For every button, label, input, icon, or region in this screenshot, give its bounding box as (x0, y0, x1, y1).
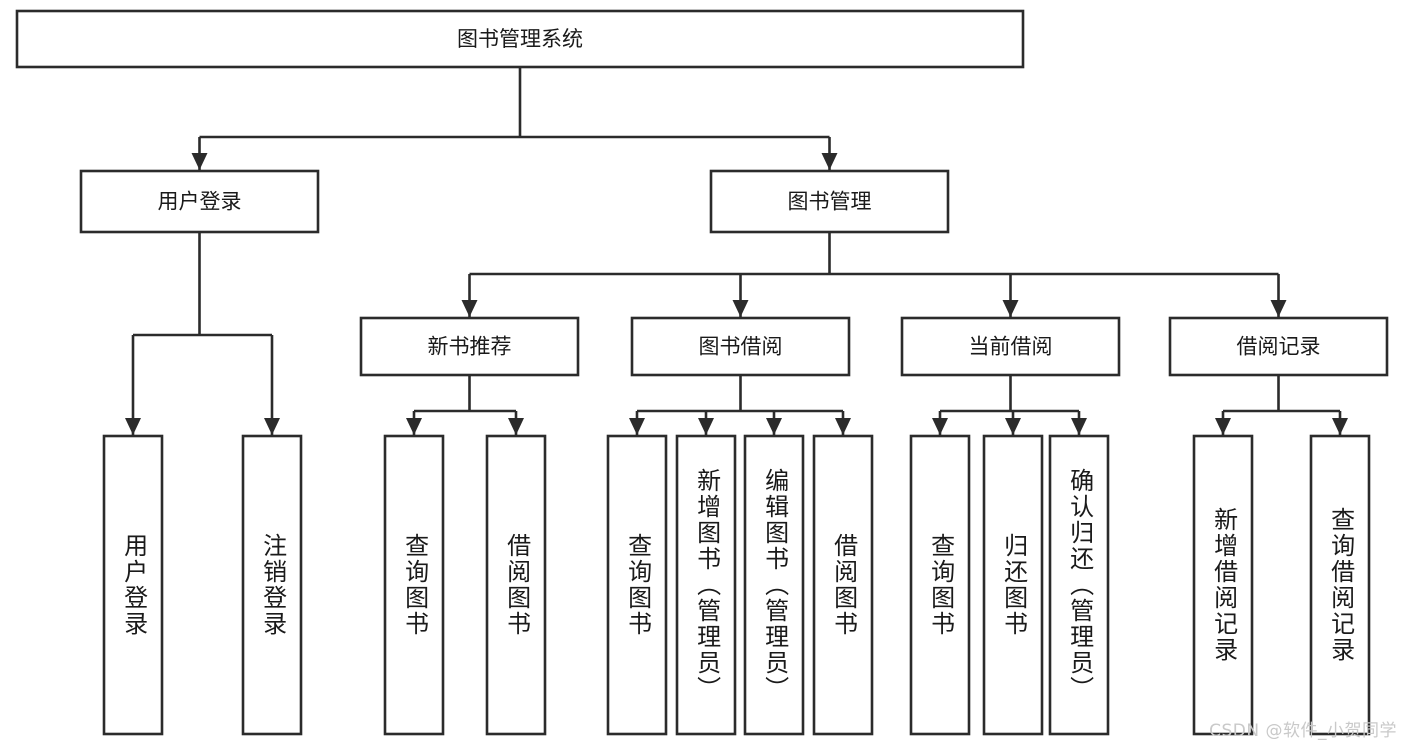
node-label-current-borrow: 当前借阅 (969, 335, 1053, 359)
arrow-head-icon (698, 418, 714, 435)
node-box-leaf-edit-book-admin[interactable] (743, 434, 805, 736)
node-box-leaf-user-login[interactable] (102, 434, 164, 736)
node-box-new-book-recommend[interactable] (359, 316, 580, 377)
arrow-head-icon (629, 418, 645, 435)
node-label-user-login: 用户登录 (158, 190, 242, 214)
node-box-user-login[interactable] (79, 169, 320, 234)
node-box-borrow-record[interactable] (1168, 316, 1389, 377)
node-box-leaf-query-book-cur[interactable] (909, 434, 971, 736)
node-box-book-management[interactable] (709, 169, 950, 234)
node-box-book-borrow[interactable] (630, 316, 851, 377)
node-label-new-book-recommend: 新书推荐 (428, 335, 512, 359)
arrow-head-icon (732, 300, 749, 317)
arrow-head-icon (1332, 418, 1348, 435)
arrow-head-icon (1071, 418, 1087, 435)
arrow-head-icon (508, 418, 524, 435)
node-box-leaf-query-book-bor[interactable] (606, 434, 668, 736)
node-box-current-borrow[interactable] (900, 316, 1121, 377)
node-box-leaf-add-borrow-record[interactable] (1192, 434, 1254, 736)
arrow-head-icon (191, 153, 208, 170)
node-box-root[interactable] (15, 9, 1025, 69)
node-label-book-management: 图书管理 (788, 190, 872, 214)
connector-edges (125, 67, 1348, 435)
watermark-text: CSDN @软件_小贺同学 (1209, 721, 1397, 741)
node-box-leaf-borrow-book-bor[interactable] (812, 434, 874, 736)
arrow-head-icon (461, 300, 478, 317)
node-box-leaf-add-book-admin[interactable] (675, 434, 737, 736)
node-label-borrow-record: 借阅记录 (1237, 335, 1321, 359)
arrow-head-icon (932, 418, 948, 435)
arrow-head-icon (264, 418, 280, 435)
arrow-head-icon (766, 418, 782, 435)
arrow-head-icon (1005, 418, 1021, 435)
node-box-leaf-borrow-book-rec[interactable] (485, 434, 547, 736)
arrow-head-icon (821, 153, 838, 170)
node-box-leaf-logout[interactable] (241, 434, 303, 736)
arrow-head-icon (1270, 300, 1287, 317)
arrow-head-icon (406, 418, 422, 435)
node-label-root: 图书管理系统 (457, 27, 583, 51)
node-label-book-borrow: 图书借阅 (699, 335, 783, 359)
node-box-leaf-return-book[interactable] (982, 434, 1044, 736)
node-box-leaf-query-book-rec[interactable] (383, 434, 445, 736)
arrow-head-icon (835, 418, 851, 435)
arrow-head-icon (1215, 418, 1231, 435)
node-boxes (15, 9, 1389, 736)
arrow-head-icon (125, 418, 141, 435)
arrow-head-icon (1002, 300, 1019, 317)
node-box-leaf-query-borrow-record[interactable] (1309, 434, 1371, 736)
node-box-leaf-confirm-return-admin[interactable] (1048, 434, 1110, 736)
